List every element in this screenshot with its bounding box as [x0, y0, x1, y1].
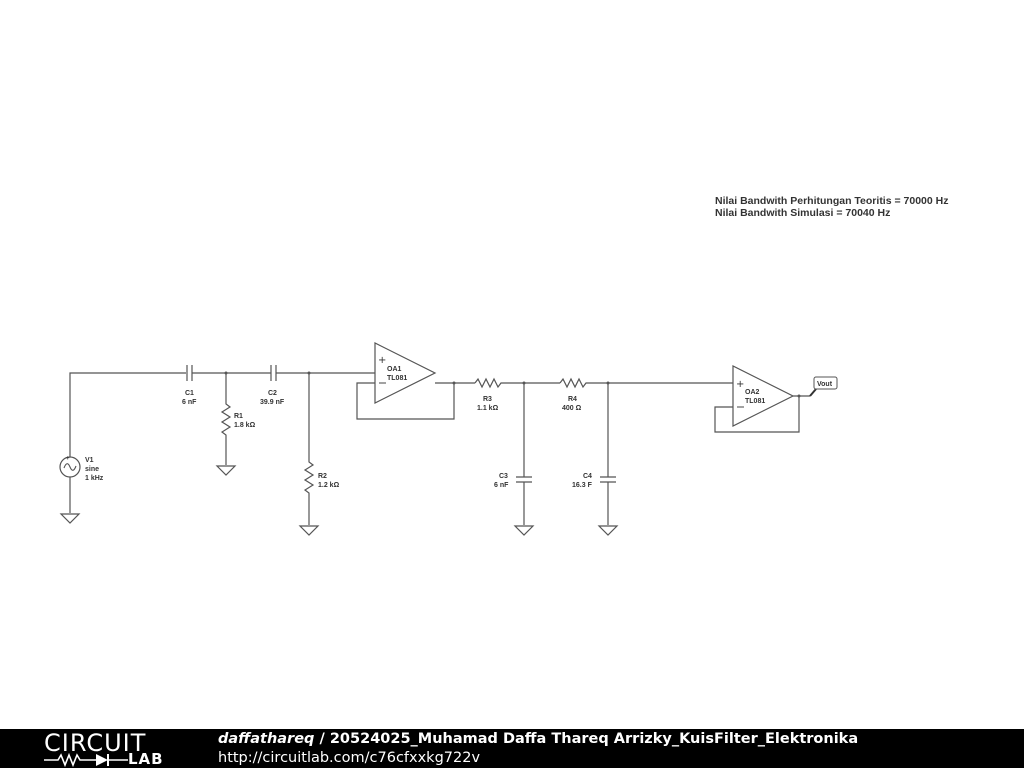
capacitor-c1[interactable]: [186, 365, 271, 381]
svg-text:+: +: [66, 456, 70, 462]
logo-resistor-diode-icon: [44, 753, 128, 767]
op-amp-oa1[interactable]: +: [356, 342, 475, 420]
resistor-r1[interactable]: [220, 373, 232, 465]
r3-name: R3: [483, 396, 492, 403]
v1-type: sine: [85, 466, 99, 473]
oa1-name: OA1: [387, 366, 402, 373]
r2-name: R2: [318, 473, 327, 480]
capacitor-c3[interactable]: [516, 383, 532, 525]
c1-name: C1: [185, 390, 194, 397]
r1-name: R1: [234, 413, 243, 420]
r4-value: 400 Ω: [562, 405, 582, 412]
vout-text: Vout: [817, 381, 833, 388]
breadcrumb-separator: /: [314, 731, 330, 747]
v1-frequency: 1 kHz: [85, 475, 104, 482]
oa2-model: TL081: [745, 398, 765, 405]
footer-bar: CIRCUIT LAB daffathareq / 20524025_Muham…: [0, 729, 1024, 768]
r4-name: R4: [568, 396, 577, 403]
resistor-r2[interactable]: [303, 373, 315, 525]
voltage-source-v1[interactable]: +: [59, 456, 81, 513]
circuitlab-logo[interactable]: CIRCUIT LAB: [40, 731, 180, 767]
svg-text:+: +: [736, 379, 744, 390]
c2-value: 39.9 nF: [260, 399, 285, 406]
bandwidth-theory-note: Nilai Bandwith Perhitungan Teoritis = 70…: [715, 195, 949, 207]
r2-value: 1.2 kΩ: [318, 482, 340, 489]
vout-node-label[interactable]: Vout: [809, 376, 838, 397]
resistor-r4[interactable]: [559, 377, 733, 389]
project-url[interactable]: http://circuitlab.com/c76cfxxkg722v: [218, 750, 481, 766]
svg-text:+: +: [378, 355, 386, 366]
capacitor-c2[interactable]: [270, 365, 375, 381]
project-breadcrumb: daffathareq / 20524025_Muhamad Daffa Tha…: [218, 731, 858, 747]
c2-name: C2: [268, 390, 277, 397]
ground-symbol: [513, 525, 535, 536]
r1-value: 1.8 kΩ: [234, 422, 256, 429]
ground-symbol: [597, 525, 619, 536]
c3-name: C3: [499, 473, 508, 480]
r3-value: 1.1 kΩ: [477, 405, 499, 412]
logo-text-lab: LAB: [128, 750, 164, 768]
ground-symbol: [59, 513, 81, 524]
ground-symbol: [215, 465, 237, 476]
bandwidth-simulation-note: Nilai Bandwith Simulasi = 70040 Hz: [715, 207, 891, 219]
ground-symbol: [298, 525, 320, 536]
c1-value: 6 nF: [182, 399, 197, 406]
wire-input: [69, 372, 186, 457]
c3-value: 6 nF: [494, 482, 509, 489]
circuit-schematic: + V1 sine 1 kHz C1 6 nF R1 1.8 kΩ C2 39.…: [59, 342, 838, 536]
oa2-name: OA2: [745, 389, 760, 396]
oa1-model: TL081: [387, 375, 407, 382]
resistor-r3[interactable]: [474, 377, 560, 389]
v1-name: V1: [85, 457, 94, 464]
op-amp-oa2[interactable]: +: [714, 365, 810, 433]
capacitor-c4[interactable]: [600, 383, 616, 525]
logo-text-circuit: CIRCUIT: [44, 729, 147, 757]
author-link[interactable]: daffathareq: [218, 731, 315, 747]
c4-value: 16.3 F: [572, 482, 593, 489]
project-title[interactable]: 20524025_Muhamad Daffa Thareq Arrizky_Ku…: [329, 731, 859, 747]
c4-name: C4: [583, 473, 592, 480]
